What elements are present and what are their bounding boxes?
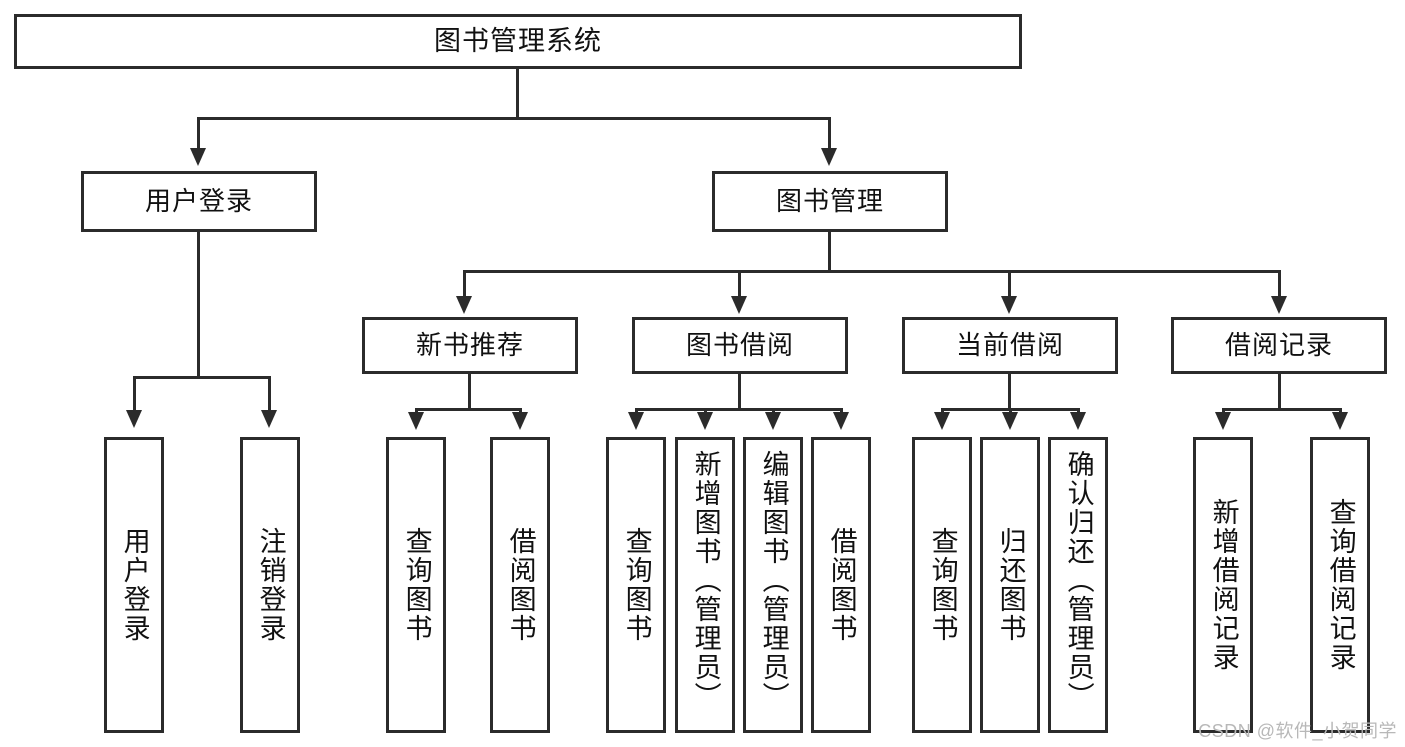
arrow-to-leaf-borrow-book-b <box>833 412 849 430</box>
arrow-to-leaf-user-login <box>126 410 142 428</box>
node-root-book-management-system[interactable]: 图书管理系统 <box>14 14 1022 69</box>
node-book-borrow[interactable]: 图书借阅 <box>632 317 848 374</box>
node-label: 用户登录 <box>119 527 150 643</box>
arrow-to-leaf-return-book <box>1002 412 1018 430</box>
arrow-to-new-book-recommend <box>456 296 472 314</box>
leaf-add-book-admin[interactable]: 新增图书（管理员） <box>675 437 735 733</box>
leaf-edit-book-admin[interactable]: 编辑图书（管理员） <box>743 437 803 733</box>
connector-root-stem <box>516 69 519 119</box>
node-label: 借阅图书 <box>826 527 857 643</box>
leaf-query-borrow-record[interactable]: 查询借阅记录 <box>1310 437 1370 733</box>
node-label: 编辑图书（管理员） <box>758 450 789 711</box>
arrow-to-leaf-edit-book <box>765 412 781 430</box>
arrow-to-leaf-add-record <box>1215 412 1231 430</box>
leaf-query-book-current[interactable]: 查询图书 <box>912 437 972 733</box>
arrow-to-leaf-query-book-b <box>628 412 644 430</box>
node-book-management[interactable]: 图书管理 <box>712 171 948 232</box>
connector-book-management-stem <box>828 232 831 272</box>
node-label: 图书管理 <box>775 185 884 216</box>
node-label: 确认归还（管理员） <box>1063 450 1094 711</box>
arrow-to-borrow-record <box>1271 296 1287 314</box>
leaf-borrow-book-borrow[interactable]: 借阅图书 <box>811 437 871 733</box>
node-label: 归还图书 <box>995 527 1026 643</box>
arrow-to-current-borrow <box>1001 296 1017 314</box>
node-label: 借阅图书 <box>505 527 536 643</box>
node-label: 借阅记录 <box>1224 329 1333 360</box>
node-new-book-recommend[interactable]: 新书推荐 <box>362 317 578 374</box>
node-label: 图书借阅 <box>685 329 794 360</box>
node-label: 查询图书 <box>927 527 958 643</box>
node-label: 查询图书 <box>401 527 432 643</box>
connector-borrow-record-stem <box>1278 374 1281 410</box>
leaf-confirm-return-admin[interactable]: 确认归还（管理员） <box>1048 437 1108 733</box>
arrow-to-leaf-logout <box>261 410 277 428</box>
node-user-login[interactable]: 用户登录 <box>81 171 317 232</box>
node-label: 查询图书 <box>621 527 652 643</box>
connector-current-borrow-stem <box>1008 374 1011 410</box>
node-label: 图书管理系统 <box>434 26 602 57</box>
arrow-to-leaf-query-book-c <box>934 412 950 430</box>
connector-level2-drop-right <box>828 117 831 150</box>
arrow-to-book-borrow <box>731 296 747 314</box>
node-borrow-record[interactable]: 借阅记录 <box>1171 317 1387 374</box>
arrow-to-leaf-query-book-a <box>408 412 424 430</box>
node-label: 新增借阅记录 <box>1208 498 1239 672</box>
node-label: 查询借阅记录 <box>1325 498 1356 672</box>
connector-user-login-drop-0 <box>133 376 136 412</box>
connector-user-login-stem <box>197 232 200 378</box>
leaf-add-borrow-record[interactable]: 新增借阅记录 <box>1193 437 1253 733</box>
node-label: 用户登录 <box>144 185 253 216</box>
connector-user-login-drop-1 <box>268 376 271 412</box>
arrow-to-leaf-borrow-book-a <box>512 412 528 430</box>
leaf-borrow-book-recommend[interactable]: 借阅图书 <box>490 437 550 733</box>
node-current-borrow[interactable]: 当前借阅 <box>902 317 1118 374</box>
arrow-to-leaf-confirm-return <box>1070 412 1086 430</box>
connector-book-borrow-stem <box>738 374 741 410</box>
node-label: 注销登录 <box>255 527 286 643</box>
arrow-to-user-login <box>190 148 206 166</box>
connector-level2-bus <box>197 117 831 120</box>
connector-level3-drop-0 <box>463 270 466 298</box>
connector-level3-drop-2 <box>1008 270 1011 298</box>
connector-user-login-bus <box>133 376 271 379</box>
connector-new-book-bus <box>415 408 522 411</box>
connector-book-borrow-bus <box>635 408 843 411</box>
leaf-user-login[interactable]: 用户登录 <box>104 437 164 733</box>
connector-level3-drop-1 <box>738 270 741 298</box>
leaf-logout[interactable]: 注销登录 <box>240 437 300 733</box>
connector-level3-drop-3 <box>1278 270 1281 298</box>
connector-new-book-stem <box>468 374 471 410</box>
connector-level3-bus <box>463 270 1278 273</box>
leaf-return-book[interactable]: 归还图书 <box>980 437 1040 733</box>
arrow-to-leaf-query-record <box>1332 412 1348 430</box>
arrow-to-leaf-add-book <box>697 412 713 430</box>
leaf-query-book-recommend[interactable]: 查询图书 <box>386 437 446 733</box>
leaf-query-book-borrow[interactable]: 查询图书 <box>606 437 666 733</box>
node-label: 新书推荐 <box>415 329 524 360</box>
csdn-watermark: CSDN @软件_小贺同学 <box>1198 721 1397 741</box>
node-label: 新增图书（管理员） <box>690 450 721 711</box>
arrow-to-book-management <box>821 148 837 166</box>
node-label: 当前借阅 <box>955 329 1064 360</box>
connector-level2-drop-left <box>197 117 200 150</box>
connector-borrow-record-bus <box>1222 408 1342 411</box>
